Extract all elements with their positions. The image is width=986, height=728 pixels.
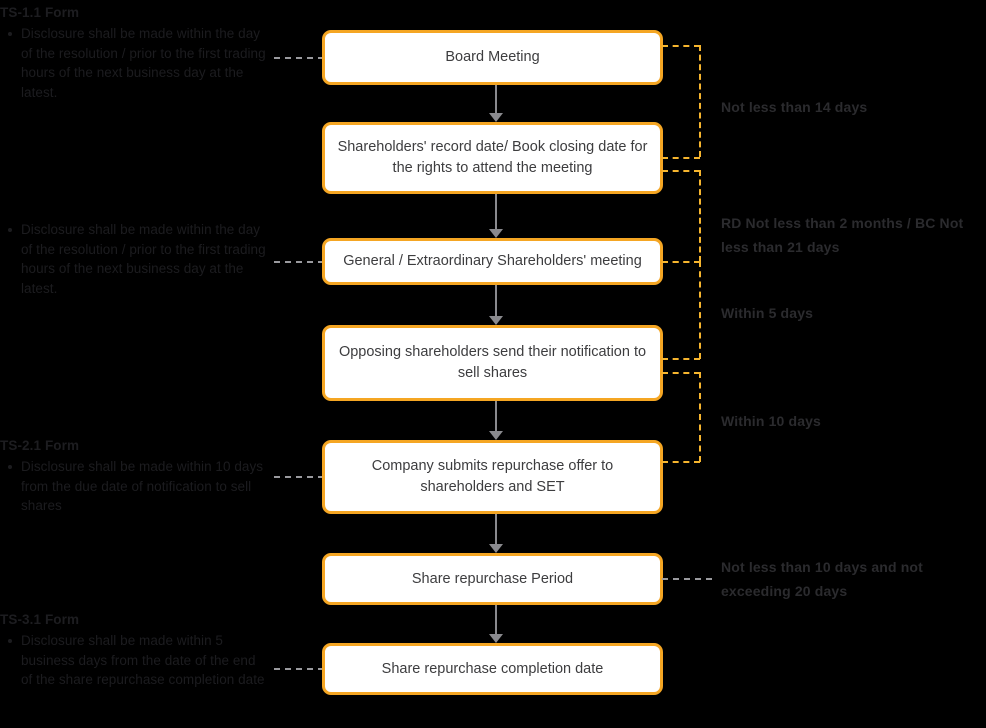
right-label-interval-2: RD Not less than 2 months / BC Not less … — [721, 215, 964, 255]
flow-step-label: General / Extraordinary Shareholders' me… — [343, 253, 642, 269]
right-label-interval-1: Not less than 14 days — [721, 99, 868, 115]
bracket4-top-arm — [662, 372, 700, 374]
right-label-interval-4: Within 10 days — [721, 413, 821, 429]
flow-step-label: Opposing shareholders send their notific… — [338, 344, 647, 381]
note-bullet-list: Disclosure shall be made within 5 busine… — [0, 631, 268, 690]
bracket3-spine — [699, 261, 701, 359]
flow-step-completion-date[interactable]: Share repurchase completion date — [322, 643, 663, 695]
arrow-period-to-completion-date — [489, 605, 503, 643]
note-bullet: Disclosure shall be made within the day … — [0, 24, 268, 102]
note-ts-2-1: TS-2.1 Form Disclosure shall be made wit… — [0, 438, 268, 516]
note-title: TS-3.1 Form — [0, 612, 80, 627]
flow-step-label: Share repurchase completion date — [381, 660, 604, 677]
flow-step-record-date[interactable]: Shareholders' record date/ Book closing … — [322, 122, 663, 194]
flow-step-label: Company submits repurchase offer to shar… — [371, 458, 614, 495]
arrow-repurchase-offer-to-period — [489, 514, 503, 553]
flow-step-opposing-notification[interactable]: Opposing shareholders send their notific… — [322, 325, 663, 401]
bracket1-bottom-arm — [662, 157, 700, 159]
bracket3-bottom-arm — [662, 358, 700, 360]
right-label-interval-3: Within 5 days — [721, 305, 814, 321]
bracket4-bottom-arm — [662, 461, 700, 463]
note-ts-1-1: TS-1.1 Form Disclosure shall be made wit… — [0, 5, 268, 102]
connector-note2-to-shareholders-meeting — [274, 261, 324, 263]
note-bullet: Disclosure shall be made within 10 days … — [0, 457, 268, 516]
note-bullet-list: Disclosure shall be made within the day … — [0, 24, 268, 102]
note-bullet: Disclosure shall be made within 5 busine… — [0, 631, 268, 690]
bracket1-top-arm — [662, 45, 700, 47]
note-bullet: Disclosure shall be made within the day … — [0, 220, 268, 298]
flow-step-repurchase-offer[interactable]: Company submits repurchase offer to shar… — [322, 440, 663, 514]
note-title: TS-2.1 Form — [0, 438, 80, 453]
bracket1-spine — [699, 45, 701, 157]
connector-note1-to-board-meeting — [274, 57, 324, 59]
flow-step-label: Share repurchase Period — [411, 570, 574, 587]
note-title: TS-1.1 Form — [0, 5, 80, 20]
right-label-interval-5: Not less than 10 days and not exceeding … — [721, 559, 923, 599]
note-ts-3-1: TS-3.1 Form Disclosure shall be made wit… — [0, 612, 268, 690]
flow-step-label: Board Meeting — [445, 49, 540, 65]
connector-note3-to-repurchase-offer — [274, 476, 324, 478]
bracket2-top-arm — [662, 170, 700, 172]
note-bullet-list: Disclosure shall be made within the day … — [0, 220, 268, 298]
arrow-shareholders-meeting-to-opposing — [489, 285, 503, 325]
flow-step-repurchase-period[interactable]: Share repurchase Period — [322, 553, 663, 605]
note-bullet-list: Disclosure shall be made within 10 days … — [0, 457, 268, 516]
bracket4-spine — [699, 372, 701, 462]
flow-step-label: Shareholders' record date/ Book closing … — [337, 139, 648, 176]
flow-step-shareholders-meeting[interactable]: General / Extraordinary Shareholders' me… — [322, 238, 663, 285]
connector-note4-to-completion-date — [274, 668, 324, 670]
arrow-opposing-to-repurchase-offer — [489, 401, 503, 440]
flow-step-board-meeting[interactable]: Board Meeting — [322, 30, 663, 85]
bracket3-top-arm — [662, 261, 700, 263]
note-second: Disclosure shall be made within the day … — [0, 220, 268, 298]
arrow-record-date-to-shareholders-meeting — [489, 194, 503, 238]
arrow-board-meeting-to-record-date — [489, 85, 503, 122]
bracket2-spine — [699, 170, 701, 262]
connector-repurchase-period-to-label — [662, 578, 712, 580]
